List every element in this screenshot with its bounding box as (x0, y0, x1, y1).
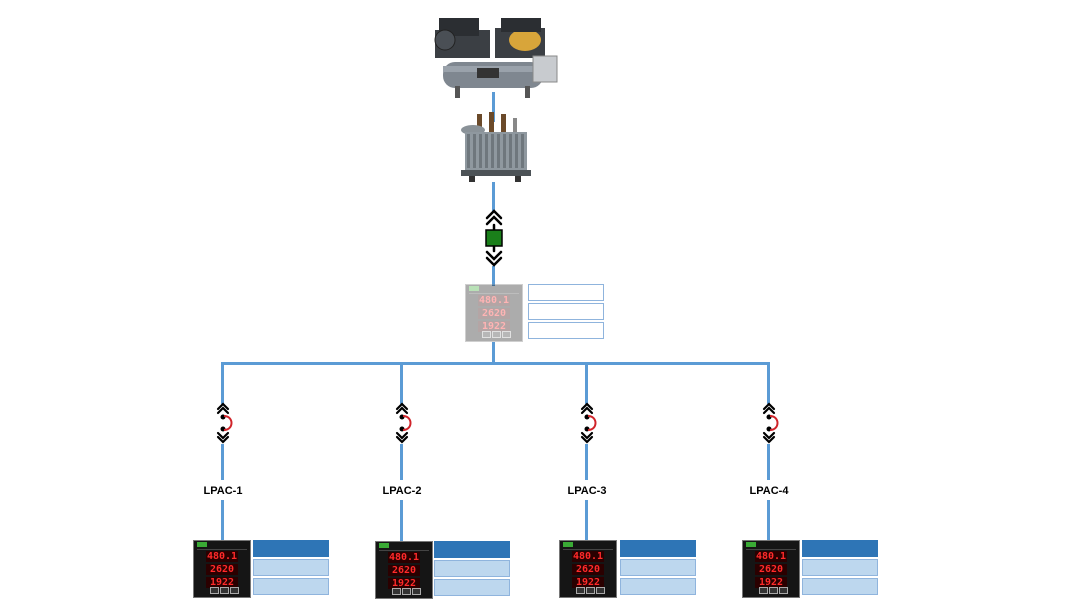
trunk-line-top (492, 92, 495, 122)
info-box[interactable] (434, 560, 510, 577)
main-meter-info-boxes (528, 284, 604, 341)
info-box[interactable] (620, 540, 696, 557)
meter-reading-3: 1922 (755, 577, 787, 588)
meter-reading-3: 1922 (388, 578, 420, 589)
feeder-4-label: LPAC-4 (749, 485, 789, 497)
meter-button (769, 587, 778, 594)
feeder-1-meter-drop (221, 500, 224, 542)
meter-button (596, 587, 605, 594)
feeder-4-power-meter[interactable]: 480.1 2620 1922 (742, 540, 800, 598)
meter-button (576, 587, 585, 594)
feeder-4-drop-lower (767, 444, 770, 480)
trunk-line-bus (492, 342, 495, 364)
feeder-2-breaker-icon[interactable] (393, 402, 417, 444)
feeder-1-info-boxes (253, 540, 329, 597)
feeder-2-info-boxes (434, 541, 510, 598)
feeder-4-meter-drop (767, 500, 770, 542)
meter-reading-3: 1922 (206, 577, 238, 588)
info-box[interactable] (528, 322, 604, 339)
feeder-4-drop (767, 362, 770, 404)
info-box[interactable] (434, 541, 510, 558)
feeder-3-drop-lower (585, 444, 588, 480)
feeder-3-drop (585, 362, 588, 404)
meter-button (412, 588, 421, 595)
feeder-2-label: LPAC-2 (382, 485, 422, 497)
trunk-line-low (492, 266, 495, 286)
info-box[interactable] (253, 540, 329, 557)
meter-button (230, 587, 239, 594)
meter-header (197, 543, 247, 550)
meter-reading-1: 480.1 (206, 551, 238, 562)
meter-header (469, 287, 519, 294)
meter-logo (469, 286, 479, 291)
feeder-3-power-meter[interactable]: 480.1 2620 1922 (559, 540, 617, 598)
meter-reading-2: 2620 (388, 565, 420, 576)
feeder-3-info-boxes (620, 540, 696, 597)
feeder-1-breaker-icon[interactable] (214, 402, 238, 444)
feeder-1-drop-lower (221, 444, 224, 480)
meter-reading-1: 480.1 (388, 552, 420, 563)
main-breaker-icon[interactable] (483, 208, 505, 268)
meter-reading-1: 480.1 (572, 551, 604, 562)
air-compressor-icon[interactable] (425, 12, 560, 100)
feeder-1-drop (221, 362, 224, 404)
feeder-2-drop-lower (400, 444, 403, 480)
meter-logo (563, 542, 573, 547)
meter-logo (197, 542, 207, 547)
info-box[interactable] (802, 559, 878, 576)
meter-button (779, 587, 788, 594)
info-box[interactable] (802, 578, 878, 595)
feeder-2-drop (400, 362, 403, 404)
meter-button (482, 331, 491, 338)
meter-button (502, 331, 511, 338)
main-power-meter[interactable]: 480.1 2620 1922 (465, 284, 523, 342)
feeder-4-info-boxes (802, 540, 878, 597)
meter-logo (746, 542, 756, 547)
info-box[interactable] (253, 578, 329, 595)
feeder-4-breaker-icon[interactable] (760, 402, 784, 444)
feeder-2-meter-drop (400, 500, 403, 542)
meter-button (402, 588, 411, 595)
meter-reading-1: 480.1 (755, 551, 787, 562)
transformer-icon[interactable] (455, 110, 535, 186)
meter-button (492, 331, 501, 338)
feeder-2-power-meter[interactable]: 480.1 2620 1922 (375, 541, 433, 599)
meter-header (379, 544, 429, 551)
meter-reading-2: 2620 (572, 564, 604, 575)
feeder-3-label: LPAC-3 (567, 485, 607, 497)
meter-reading-2: 2620 (478, 308, 510, 319)
meter-reading-3: 1922 (478, 321, 510, 332)
feeder-1-label: LPAC-1 (203, 485, 243, 497)
main-bus-line (221, 362, 770, 365)
info-box[interactable] (620, 559, 696, 576)
feeder-3-breaker-icon[interactable] (578, 402, 602, 444)
info-box[interactable] (528, 284, 604, 301)
info-box[interactable] (620, 578, 696, 595)
meter-logo (379, 543, 389, 548)
meter-button (759, 587, 768, 594)
meter-button (220, 587, 229, 594)
meter-reading-2: 2620 (206, 564, 238, 575)
feeder-1-power-meter[interactable]: 480.1 2620 1922 (193, 540, 251, 598)
meter-button (586, 587, 595, 594)
info-box[interactable] (802, 540, 878, 557)
meter-header (563, 543, 613, 550)
meter-button (210, 587, 219, 594)
feeder-3-meter-drop (585, 500, 588, 542)
meter-reading-3: 1922 (572, 577, 604, 588)
info-box[interactable] (434, 579, 510, 596)
meter-header (746, 543, 796, 550)
meter-button (392, 588, 401, 595)
meter-reading-2: 2620 (755, 564, 787, 575)
meter-reading-1: 480.1 (478, 295, 510, 306)
info-box[interactable] (253, 559, 329, 576)
info-box[interactable] (528, 303, 604, 320)
trunk-line-mid (492, 182, 495, 212)
